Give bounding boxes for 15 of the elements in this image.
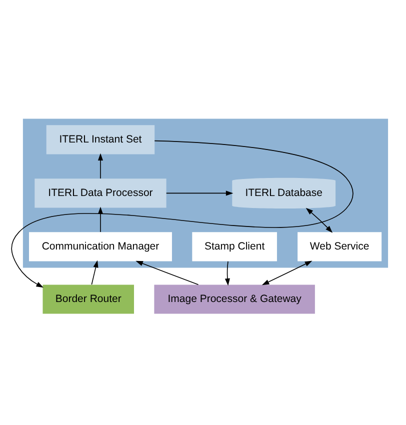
node-box: ITERL Data Processor <box>34 178 166 208</box>
arrow <box>166 190 234 196</box>
node-box: Communication Manager <box>29 232 172 261</box>
arrow <box>98 152 104 178</box>
node-box: Image Processor & Gateway <box>154 284 315 314</box>
arrow <box>262 260 312 285</box>
arrow <box>11 140 354 288</box>
node-box: ITERL Instant Set <box>46 124 155 154</box>
arrow <box>224 260 230 286</box>
arrow <box>91 260 98 284</box>
arrow <box>306 207 333 232</box>
node-box: Web Service <box>298 232 382 261</box>
node-box: Stamp Client <box>192 232 277 261</box>
arrow <box>136 260 199 285</box>
node-box: Border Router <box>42 284 134 314</box>
